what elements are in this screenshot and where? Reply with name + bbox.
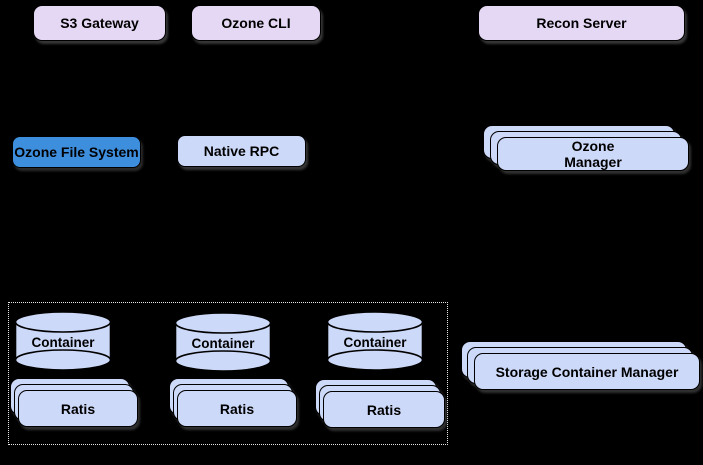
- recon-server-node: Recon Server: [478, 5, 685, 41]
- cylinder-shape: [14, 311, 112, 371]
- s3-gateway-node: S3 Gateway: [33, 5, 166, 41]
- ozone-cli-node: Ozone CLI: [191, 5, 321, 41]
- storage-container-manager-stack: Storage Container Manager: [461, 341, 701, 391]
- native-rpc-node: Native RPC: [177, 135, 306, 167]
- ozone-manager-stack: Ozone Manager: [483, 125, 689, 171]
- ratis-stack: Ratis: [10, 378, 140, 428]
- ratis-node: Ratis: [323, 391, 445, 428]
- storage-container-manager-node: Storage Container Manager: [474, 353, 700, 390]
- container-cylinder: Container: [174, 312, 272, 373]
- ratis-node: Ratis: [18, 390, 138, 427]
- datanode-cluster-region: [8, 302, 448, 445]
- ozone-manager-node: Ozone Manager: [497, 137, 689, 171]
- container-label: Container: [31, 335, 95, 350]
- container-label: Container: [191, 336, 255, 351]
- ratis-node: Ratis: [177, 390, 297, 427]
- container-label: Container: [343, 335, 407, 350]
- ratis-stack: Ratis: [169, 378, 299, 428]
- container-cylinder: Container: [14, 311, 112, 372]
- ratis-stack: Ratis: [315, 379, 445, 429]
- cylinder-shape: [174, 312, 272, 372]
- ozone-file-system-node: Ozone File System: [12, 136, 141, 168]
- cylinder-shape: [326, 311, 424, 371]
- container-cylinder: Container: [326, 311, 424, 372]
